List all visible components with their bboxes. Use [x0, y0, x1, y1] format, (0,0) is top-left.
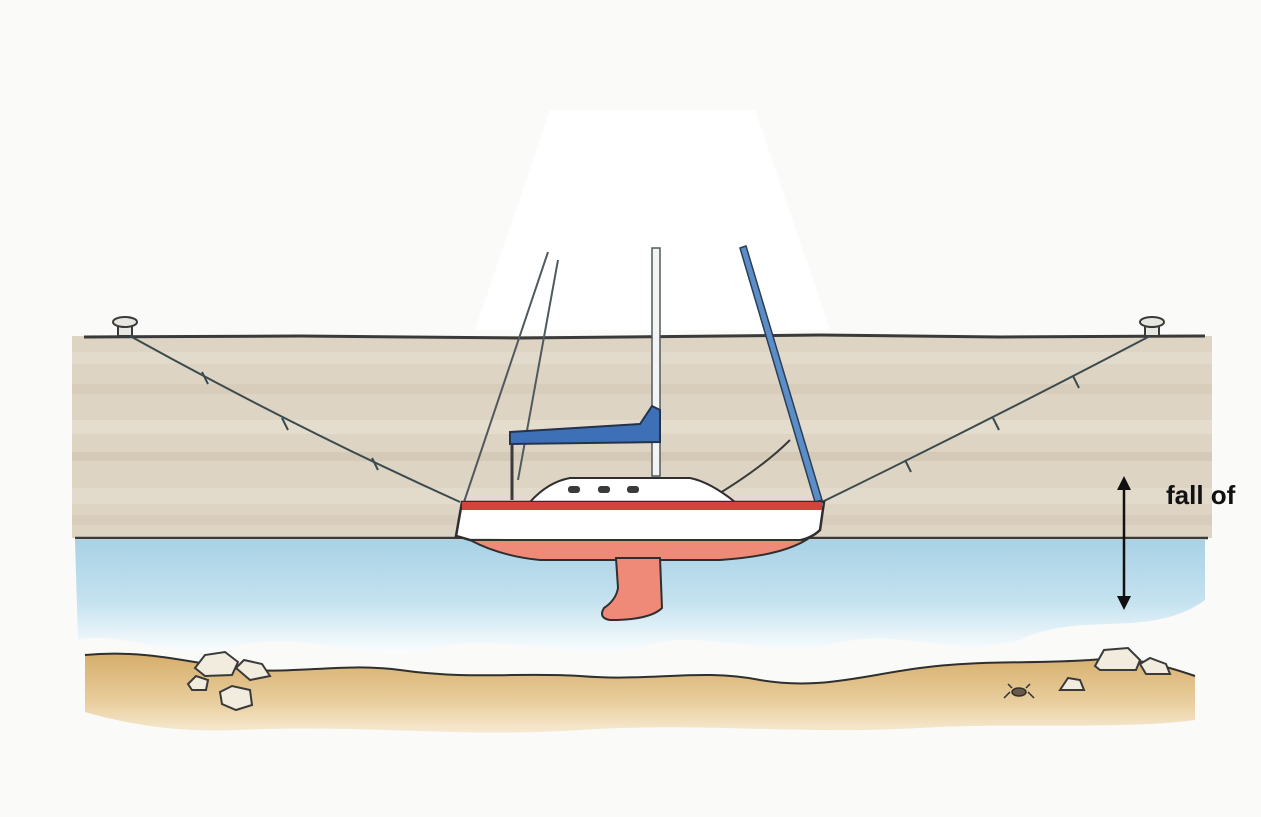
bollard-right-icon	[1139, 316, 1165, 337]
crab-icon	[1003, 683, 1035, 699]
bollard-left-icon	[112, 316, 138, 337]
rocks-left	[186, 650, 272, 712]
sailboat	[454, 245, 826, 622]
fall-label: fall of	[1166, 480, 1236, 510]
mooring-lines	[129, 335, 1151, 503]
fall-arrow-icon	[1117, 476, 1131, 610]
rocks-right	[1058, 646, 1172, 691]
seabed	[84, 646, 1196, 733]
sky-light-cone	[475, 110, 830, 330]
